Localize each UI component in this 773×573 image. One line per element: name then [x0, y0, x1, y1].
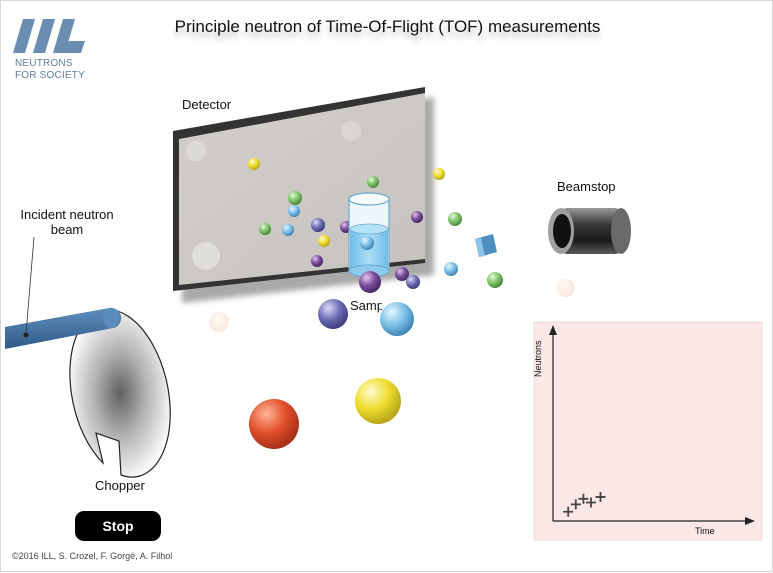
chart-y-arrow: [549, 325, 557, 335]
large-neutron-purple: [318, 299, 348, 329]
large-neutron-yellow: [355, 378, 401, 424]
logo-line-1: NEUTRONS: [15, 58, 73, 69]
detector-label: Detector: [182, 97, 232, 112]
chart-x-arrow: [745, 517, 755, 525]
chart-point-4: [595, 491, 606, 502]
chart-point-2: [578, 493, 589, 504]
large-neutron-red: [249, 399, 299, 449]
faint-neutron: [209, 312, 229, 332]
transmitted-neutron-highlight: [475, 238, 485, 257]
chart-background: [533, 321, 763, 541]
ill-logo-icon: [13, 19, 85, 53]
chart-point-1: [570, 499, 581, 510]
sample-label: Sample: [350, 298, 382, 313]
copyright-notice: ©2016 ILL, S. Crozel, F. Gorgé, A. Filho…: [12, 551, 173, 561]
logo-line-2: FOR SOCIETY: [15, 70, 85, 81]
chopper-label: Chopper: [95, 478, 145, 493]
incident-leader-dot: [23, 332, 29, 338]
large-neutron-blue: [380, 302, 414, 336]
incident-beam-label-line-2: beam: [50, 222, 84, 237]
chart-points: [563, 491, 606, 517]
incident-leader-line: [25, 236, 35, 335]
beamstop-icon: [548, 208, 631, 254]
chopper-disc-icon: [69, 309, 171, 478]
detector-panel: [173, 87, 434, 303]
chart-point-0: [563, 506, 574, 517]
beamstop-label: Beamstop: [557, 179, 616, 194]
incident-beam-label: Incident neutron beam: [9, 207, 125, 237]
chart-point-3: [586, 497, 596, 508]
chart-y-axis-label: Neutrons: [533, 340, 543, 377]
logo-caption: NEUTRONS FOR SOCIETY: [15, 58, 85, 82]
page-title: Principle neutron of Time-Of-Flight (TOF…: [174, 17, 601, 36]
faint-neutron: [557, 279, 575, 297]
stop-button[interactable]: Stop: [75, 511, 161, 541]
sample-cylinder-icon: [348, 192, 390, 293]
tof-chart: [533, 321, 763, 541]
incident-beam: [5, 307, 122, 349]
chart-x-axis-label: Time: [695, 526, 715, 536]
incident-beam-label-line-1: Incident neutron: [20, 207, 114, 222]
